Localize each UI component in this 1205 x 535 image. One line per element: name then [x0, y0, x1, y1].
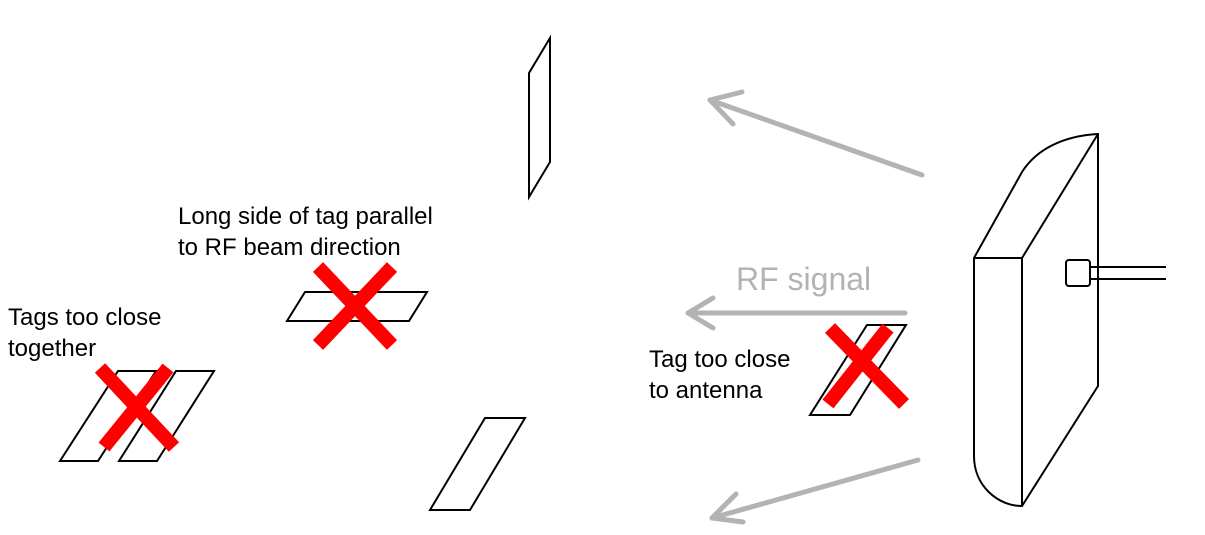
label-rf-signal: RF signal	[736, 261, 871, 297]
tag-correct-bottom	[428, 417, 527, 511]
antenna-icon	[973, 132, 1166, 508]
tags-too-close-together	[58, 363, 216, 462]
text-labels: Long side of tag parallel to RF beam dir…	[8, 203, 871, 404]
label-parallel-line2: to RF beam direction	[178, 234, 401, 261]
label-parallel-line1: Long side of tag parallel	[178, 203, 433, 230]
arrow-left-icon	[707, 89, 925, 178]
cross-mark-icon	[94, 363, 180, 452]
label-close-antenna-line2: to antenna	[649, 377, 763, 404]
arrow-left-icon	[709, 457, 921, 525]
rf-signal-arrows	[685, 89, 925, 525]
arrow-left-icon	[685, 295, 908, 331]
label-close-together-line1: Tags too close	[8, 304, 161, 331]
tag-too-close-to-antenna	[808, 323, 910, 416]
cross-mark-icon	[822, 323, 910, 409]
tag-parallel-to-beam	[285, 262, 429, 350]
label-close-antenna-line1: Tag too close	[649, 346, 790, 373]
cross-mark-icon	[312, 262, 398, 350]
tag-correct-top	[528, 34, 551, 201]
label-close-together-line2: together	[8, 335, 96, 362]
